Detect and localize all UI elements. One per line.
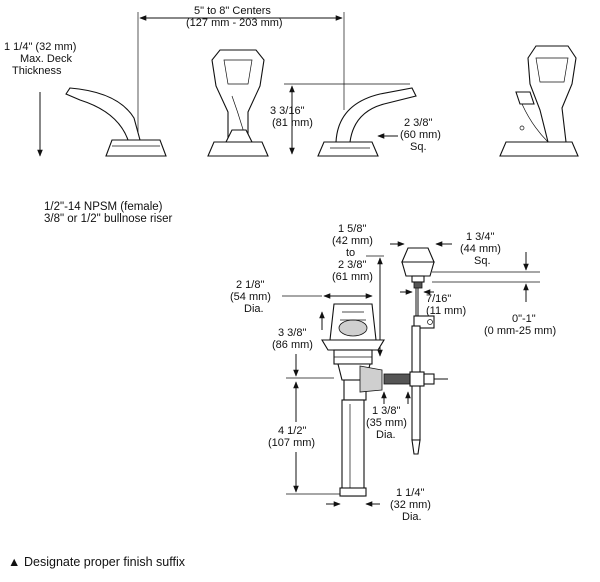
left-handle-drawing: [65, 87, 167, 157]
adjust-dimension: 0"-1" (0 mm-25 mm): [432, 252, 556, 337]
deck-line-3: Thickness: [12, 65, 62, 77]
body-height-line-2: (86 mm): [272, 339, 313, 351]
knob-reach-line-5: (61 mm): [332, 271, 373, 283]
tail-length-line-2: (107 mm): [268, 437, 315, 449]
knob-reach-line-1: 1 5/8": [338, 223, 366, 235]
tail-dia-line-3: Dia.: [402, 511, 422, 523]
body-height-line-1: 3 3/8": [278, 327, 306, 339]
centers-line-1: 5" to 8" Centers: [194, 5, 271, 17]
tail-dia-dimension: 1 1/4" (32 mm) Dia.: [326, 487, 431, 523]
adjust-line-2: (0 mm-25 mm): [484, 325, 556, 337]
knob-reach-line-3: to: [346, 247, 355, 259]
pivot-dia-line-3: Dia.: [376, 429, 396, 441]
deck-line-2: Max. Deck: [20, 53, 72, 65]
center-handle-drawing: [207, 49, 269, 157]
pivot-dia-dimension: 1 3/8" (35 mm) Dia.: [366, 391, 411, 441]
spout-drawing: [317, 87, 417, 157]
knob-square-line-2: (44 mm): [460, 243, 501, 255]
centers-dimension: 5" to 8" Centers (127 mm - 203 mm): [137, 5, 345, 132]
spout-height-line-2: (81 mm): [272, 117, 313, 129]
knob-square-line-3: Sq.: [474, 255, 491, 267]
thread-note: 1/2"-14 NPSM (female): [44, 201, 163, 213]
deck-line-1: 1 1/4" (32 mm): [4, 41, 76, 53]
finish-suffix-note: Designate proper finish suffix: [24, 555, 186, 569]
knob-reach-line-4: 2 3/8": [338, 259, 366, 271]
drain-body-drawing: [321, 303, 448, 497]
knob-dia-line-2: (11 mm): [426, 305, 466, 317]
adjust-line-1: 0"-1": [512, 313, 536, 325]
knob-dia-line-1: 7/16": [426, 293, 451, 305]
flange-dia-dimension: 2 1/8" (54 mm) Dia.: [230, 279, 373, 315]
base-square-line-1: 2 3/8": [404, 117, 432, 129]
base-square-line-3: Sq.: [410, 141, 427, 153]
tail-dia-line-1: 1 1/4": [396, 487, 424, 499]
knob-square-line-1: 1 3/4": [466, 231, 494, 243]
base-square-dimension: 2 3/8" (60 mm) Sq.: [377, 117, 441, 153]
tail-length-dimension: 4 1/2" (107 mm): [268, 381, 340, 495]
spout-height-dimension: 3 3/16" (81 mm): [270, 83, 410, 155]
deck-thickness-dimension: 1 1/4" (32 mm) Max. Deck Thickness: [4, 41, 76, 157]
knob-dia-dimension: 7/16" (11 mm): [400, 289, 466, 317]
pivot-dia-line-2: (35 mm): [366, 417, 407, 429]
riser-note: 3/8" or 1/2" bullnose riser: [44, 213, 173, 225]
flange-dia-line-2: (54 mm): [230, 291, 271, 303]
right-handle-drawing: [499, 45, 579, 157]
triangle-icon: ▲: [8, 555, 20, 569]
tail-length-line-1: 4 1/2": [278, 425, 306, 437]
flange-dia-line-3: Dia.: [244, 303, 264, 315]
knob-reach-line-2: (42 mm): [332, 235, 373, 247]
pivot-dia-line-1: 1 3/8": [372, 405, 400, 417]
flange-dia-line-1: 2 1/8": [236, 279, 264, 291]
knob-square-dimension: 1 3/4" (44 mm) Sq.: [390, 231, 501, 267]
body-height-dimension: 3 3/8" (86 mm): [272, 311, 334, 379]
centers-line-2: (127 mm - 203 mm): [186, 17, 283, 29]
tail-dia-line-2: (32 mm): [390, 499, 431, 511]
base-square-line-2: (60 mm): [400, 129, 441, 141]
spout-height-line-1: 3 3/16": [270, 105, 305, 117]
